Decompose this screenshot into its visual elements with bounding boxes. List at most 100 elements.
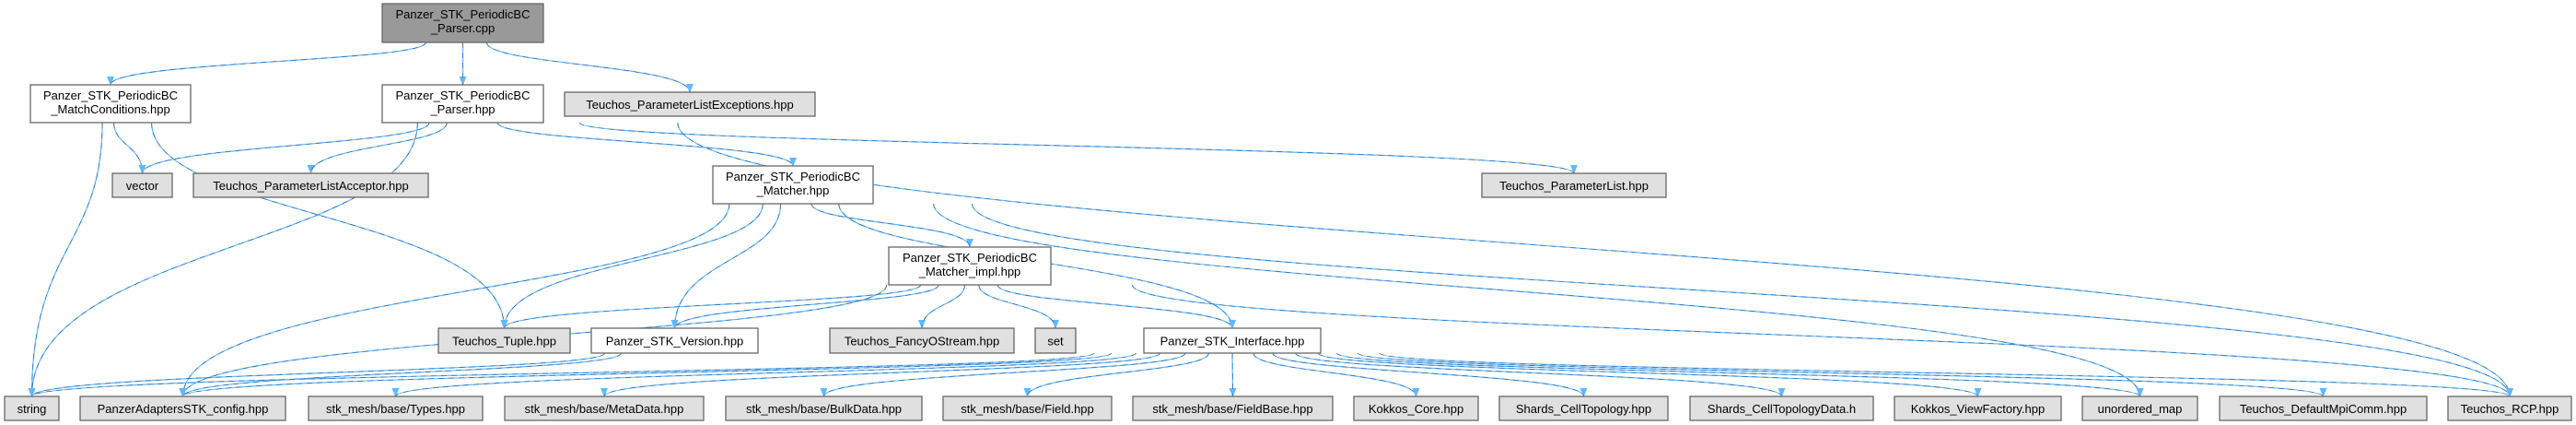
edge-shadow bbox=[486, 41, 691, 93]
edge-shadow bbox=[31, 122, 418, 397]
edge-iface-to-rcp bbox=[1379, 352, 2513, 397]
node-fancy: Teuchos_FancyOStream.hpp bbox=[829, 327, 1015, 354]
edge-shadow bbox=[113, 122, 143, 174]
edge-matcher-to-impl bbox=[810, 203, 973, 248]
node-types: stk_mesh/base/Types.hpp bbox=[308, 395, 484, 421]
edge-shadow bbox=[1132, 284, 2511, 397]
edge-shadow bbox=[504, 284, 921, 329]
node-label: _Matcher.hpp bbox=[756, 183, 830, 197]
node-mc[interactable]: Panzer_STK_PeriodicBC_MatchConditions.hp… bbox=[29, 84, 192, 124]
node-label: Teuchos_Tuple.hpp bbox=[452, 335, 556, 348]
nodes-layer: Panzer_STK_PeriodicBC_Parser.cppPanzer_S… bbox=[4, 3, 2572, 421]
edge-shadow bbox=[151, 122, 505, 329]
edge-version-to-string bbox=[28, 352, 606, 397]
node-box bbox=[1481, 172, 1667, 198]
node-label: Panzer_STK_PeriodicBC bbox=[903, 251, 1037, 265]
node-string: string bbox=[4, 395, 60, 421]
edge-shadow bbox=[504, 203, 763, 329]
edge-shadow bbox=[142, 122, 430, 174]
node-parser[interactable]: Panzer_STK_PeriodicBC_Parser.hpp bbox=[381, 84, 544, 124]
edge-matcher-to-version bbox=[670, 203, 782, 329]
node-label: vector bbox=[126, 179, 159, 193]
node-box bbox=[2081, 395, 2198, 421]
node-fieldbase: stk_mesh/base/FieldBase.hpp bbox=[1132, 395, 1334, 421]
edge-shadow bbox=[31, 122, 103, 397]
node-label: _Matcher_impl.hpp bbox=[918, 265, 1021, 278]
node-bulk: stk_mesh/base/BulkData.hpp bbox=[725, 395, 923, 421]
edge-parser-to-string bbox=[28, 122, 418, 397]
node-box bbox=[381, 84, 544, 124]
node-label: Shards_CellTopology.hpp bbox=[1516, 402, 1651, 416]
node-label: Teuchos_ParameterListAcceptor.hpp bbox=[213, 179, 408, 193]
node-root[interactable]: Panzer_STK_PeriodicBC_Parser.cpp bbox=[381, 3, 544, 43]
edge-shadow bbox=[31, 352, 1095, 397]
node-box bbox=[712, 165, 874, 205]
edge-shadow bbox=[810, 203, 971, 248]
node-label: stk_mesh/base/MetaData.hpp bbox=[525, 402, 684, 416]
node-vector: vector bbox=[111, 172, 173, 198]
node-label: Teuchos_FancyOStream.hpp bbox=[845, 335, 999, 348]
edge-shadow bbox=[1027, 352, 1209, 397]
node-version[interactable]: Panzer_STK_Version.hpp bbox=[590, 327, 759, 354]
edge-shadow bbox=[921, 284, 965, 329]
edge-mc-to-vector bbox=[113, 122, 146, 174]
node-pla: Teuchos_ParameterListAcceptor.hpp bbox=[192, 172, 429, 198]
edge-shadow bbox=[578, 122, 1575, 174]
edge-shadow bbox=[997, 284, 1233, 329]
node-label: Kokkos_ViewFactory.hpp bbox=[1911, 402, 2045, 416]
node-matcher[interactable]: Panzer_STK_PeriodicBC_Matcher.hpp bbox=[712, 165, 874, 205]
edge-matcher-to-rcp bbox=[972, 203, 2513, 397]
node-ple: Teuchos_ParameterListExceptions.hpp bbox=[564, 91, 816, 117]
edge-shadow bbox=[972, 203, 2511, 397]
node-metadata: stk_mesh/base/MetaData.hpp bbox=[504, 395, 705, 421]
node-box bbox=[192, 172, 429, 198]
node-rcp: Teuchos_RCP.hpp bbox=[2447, 395, 2572, 421]
edge-shadow bbox=[182, 352, 622, 397]
node-box bbox=[504, 395, 705, 421]
edge-shadow bbox=[182, 352, 1113, 397]
edge-iface-to-field bbox=[1023, 352, 1209, 397]
edge-iface-to-metadata bbox=[600, 352, 1161, 397]
edge-shadow bbox=[1379, 352, 2511, 397]
node-shards: Shards_CellTopology.hpp bbox=[1498, 395, 1669, 421]
edge-shadow bbox=[603, 352, 1160, 397]
node-impl[interactable]: Panzer_STK_PeriodicBC_Matcher_impl.hpp bbox=[888, 246, 1052, 286]
node-box bbox=[2447, 395, 2572, 421]
node-label: Kokkos_Core.hpp bbox=[1369, 402, 1463, 416]
node-box bbox=[437, 327, 571, 354]
node-label: Teuchos_RCP.hpp bbox=[2461, 402, 2559, 416]
node-mpi: Teuchos_DefaultMpiComm.hpp bbox=[2219, 395, 2428, 421]
node-box bbox=[1894, 395, 2062, 421]
edge-parser-to-pla bbox=[307, 122, 448, 174]
node-plist: Teuchos_ParameterList.hpp bbox=[1481, 172, 1667, 198]
node-box bbox=[1498, 395, 1669, 421]
node-label: _Parser.hpp bbox=[429, 102, 495, 116]
node-box bbox=[2219, 395, 2428, 421]
node-box bbox=[29, 84, 192, 124]
node-box bbox=[942, 395, 1113, 421]
edge-shadow bbox=[677, 122, 2511, 397]
edge-shadow bbox=[310, 122, 448, 174]
node-iface[interactable]: Panzer_STK_Interface.hpp bbox=[1143, 327, 1322, 354]
edge-version-to-config bbox=[179, 352, 623, 397]
node-kcore: Kokkos_Core.hpp bbox=[1353, 395, 1479, 421]
node-umap: unordered_map bbox=[2081, 395, 2198, 421]
node-field: stk_mesh/base/Field.hpp bbox=[942, 395, 1113, 421]
edge-shadow bbox=[1253, 352, 1416, 397]
edge-shadow bbox=[1272, 352, 1584, 397]
node-label: Teuchos_DefaultMpiComm.hpp bbox=[2240, 402, 2407, 416]
edges-layer bbox=[28, 41, 2513, 397]
node-box bbox=[564, 91, 816, 117]
edge-iface-to-kcore bbox=[1253, 352, 1420, 397]
node-box bbox=[888, 246, 1052, 286]
edge-impl-to-set bbox=[978, 284, 1059, 329]
node-label: stk_mesh/base/BulkData.hpp bbox=[746, 402, 902, 416]
node-label: Panzer_STK_Interface.hpp bbox=[1160, 335, 1305, 348]
edge-shadow bbox=[933, 203, 2140, 397]
node-label: stk_mesh/base/FieldBase.hpp bbox=[1152, 402, 1312, 416]
edge-shadow bbox=[496, 122, 794, 167]
node-box bbox=[308, 395, 484, 421]
node-set: set bbox=[1034, 327, 1077, 354]
node-box bbox=[381, 3, 544, 43]
edge-parser-to-vector bbox=[138, 122, 430, 174]
